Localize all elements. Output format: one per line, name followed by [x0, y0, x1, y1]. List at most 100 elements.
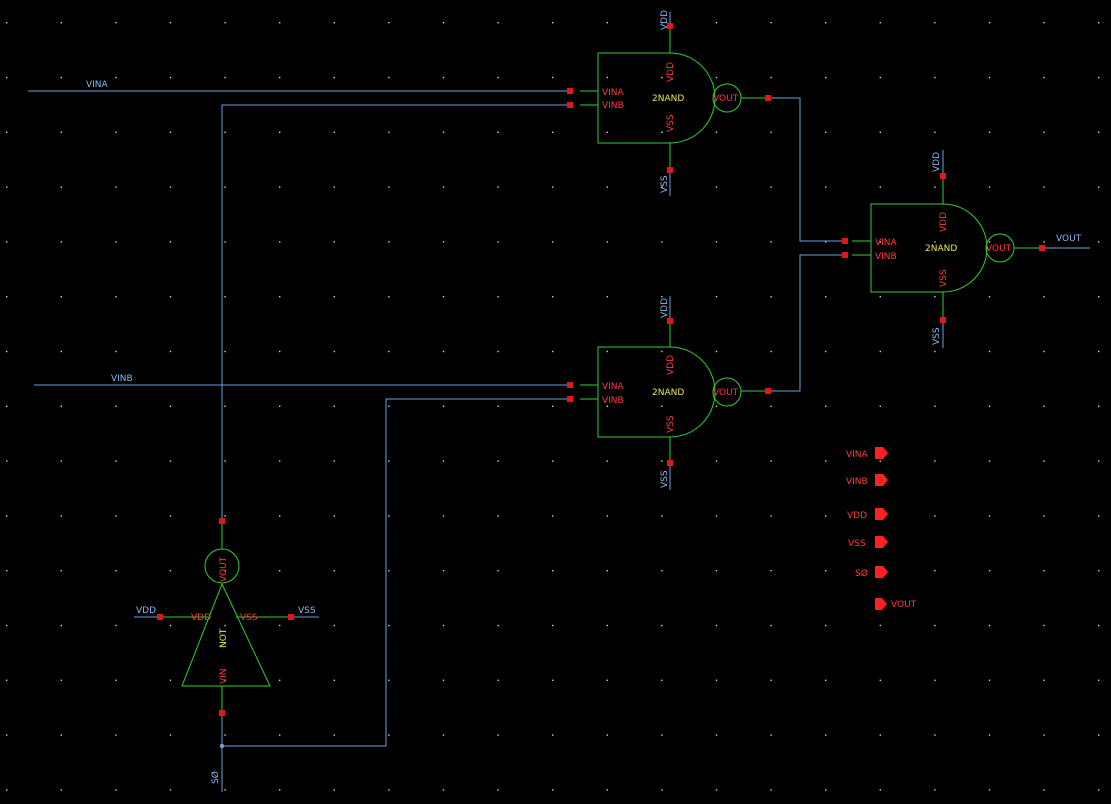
input-port-icon[interactable] — [875, 447, 888, 459]
grid-dot — [115, 296, 117, 298]
pin-nand1-vinb[interactable] — [567, 102, 573, 108]
grid-dot — [442, 405, 445, 407]
junction-dot — [219, 743, 225, 749]
output-port-icon[interactable] — [875, 598, 887, 610]
pin-nand3-vout[interactable] — [1039, 245, 1045, 251]
grid-dot — [934, 789, 936, 791]
grid-dot — [715, 624, 718, 627]
grid-dot — [988, 186, 991, 188]
pin-nand1-vss[interactable] — [667, 167, 673, 173]
grid-dot — [1043, 22, 1045, 24]
grid-dot — [606, 460, 608, 462]
nand-body — [870, 203, 988, 293]
grid-dot — [988, 76, 991, 79]
wire-s0-to-nand2-b[interactable] — [222, 398, 572, 747]
nand-inverter-bubble — [712, 377, 742, 407]
grid-dot — [825, 734, 827, 736]
grid-dot — [6, 679, 8, 681]
pin-not-vdd[interactable] — [157, 614, 163, 620]
grid-dot — [6, 350, 8, 353]
grid-dot — [552, 296, 554, 298]
grid-dot — [606, 296, 608, 298]
pin-label-vina: VINA — [602, 88, 625, 98]
grid-dot — [333, 734, 335, 736]
grid-dot — [497, 76, 499, 79]
pin-nand3-vina[interactable] — [842, 238, 848, 244]
grid-dot — [1043, 296, 1045, 298]
wire-nand1-out[interactable] — [768, 97, 845, 242]
wire-not-out-to-nand1-b[interactable] — [221, 104, 572, 521]
input-port-icon[interactable] — [875, 508, 888, 520]
pin-nand2-vss[interactable] — [667, 460, 673, 466]
grid-dot — [388, 679, 390, 681]
grid-dot — [388, 624, 390, 627]
grid-dot — [661, 22, 663, 24]
grid-dot — [552, 22, 554, 24]
grid-dot — [1098, 570, 1100, 572]
grid-dot — [169, 22, 172, 24]
pin-not-vin[interactable] — [219, 710, 225, 716]
grid-dot — [115, 679, 117, 681]
port-label-vout: VOUT — [891, 600, 917, 610]
grid-dot — [442, 515, 445, 517]
pin-label-vss: VSS — [240, 613, 258, 623]
grid-dot — [1098, 515, 1100, 517]
pin-nand3-vss[interactable] — [940, 317, 946, 323]
pin-nand3-vdd[interactable] — [940, 173, 946, 179]
grid-dot — [879, 789, 881, 791]
pin-nand1-vdd[interactable] — [667, 23, 673, 29]
grid-dot — [169, 789, 172, 791]
input-port-icon[interactable] — [875, 536, 888, 548]
grid-dot — [825, 515, 827, 517]
grid-dot — [825, 22, 827, 24]
grid-dot — [1043, 131, 1045, 133]
grid-dot — [333, 22, 335, 24]
wire-nand2-out[interactable] — [768, 254, 845, 392]
grid-dot — [6, 624, 8, 627]
grid-dot — [1043, 350, 1045, 353]
input-port-icon[interactable] — [875, 566, 888, 578]
grid-dot — [1043, 679, 1045, 681]
pin-label-vout: VOUT — [713, 94, 739, 104]
grid-dot — [770, 624, 772, 627]
grid-dot — [224, 241, 226, 243]
pin-nand2-vdd[interactable] — [667, 318, 673, 324]
grid-dot — [606, 76, 608, 79]
grid-dot — [606, 241, 608, 243]
not-gate[interactable]: VOUT VIN VDD VSS NOT — [157, 518, 294, 716]
grid-dot — [552, 515, 554, 517]
pin-nand1-vout[interactable] — [765, 95, 771, 101]
nand-gate-1[interactable]: VINA VINB VOUT VDD VSS 2NAND — [567, 23, 771, 173]
grid-dot — [497, 570, 499, 572]
nand-gate-3[interactable]: VINA VINB VOUT VDD VSS 2NAND — [842, 173, 1045, 323]
grid-dot — [770, 789, 772, 791]
pin-nand2-vina[interactable] — [567, 382, 573, 388]
grid-dot — [879, 76, 881, 79]
nand-gate-2[interactable]: VINA VINB VOUT VDD VSS 2NAND — [567, 318, 771, 466]
pin-nand3-vinb[interactable] — [842, 252, 848, 258]
grid-dot — [497, 734, 499, 736]
grid-dot — [169, 624, 172, 627]
grid-dot — [224, 734, 226, 736]
grid-dot — [770, 679, 772, 681]
grid-dot — [388, 186, 390, 188]
grid-dot — [6, 186, 8, 188]
input-port-icon[interactable] — [875, 474, 888, 486]
grid-dot — [1098, 350, 1100, 353]
grid-dot — [169, 679, 172, 681]
pin-not-vout[interactable] — [219, 518, 225, 524]
grid-dot — [988, 789, 991, 791]
grid-dot — [224, 624, 226, 627]
pin-nand2-vinb[interactable] — [567, 396, 573, 402]
pin-nand1-vina[interactable] — [567, 88, 573, 94]
grid-dot — [279, 405, 281, 407]
grid-dot — [115, 22, 117, 24]
grid-dot — [879, 241, 881, 243]
net-label-not-vss: VSS — [298, 606, 316, 616]
grid-dot — [333, 460, 335, 462]
grid-dot — [224, 296, 226, 298]
grid-dot — [552, 624, 554, 627]
pin-not-vss[interactable] — [288, 614, 294, 620]
pin-nand2-vout[interactable] — [765, 388, 771, 394]
